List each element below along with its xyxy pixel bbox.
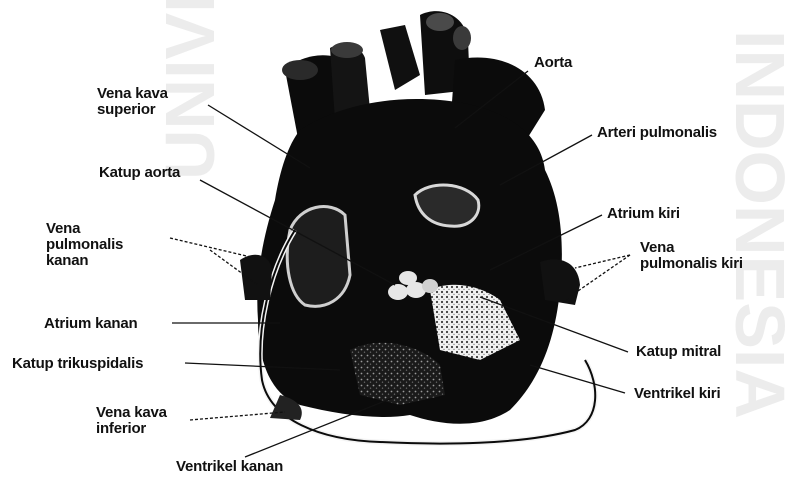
label-katup-aorta: Katup aorta [99,165,180,181]
label-atrium-kanan: Atrium kanan [44,316,137,332]
heart-body [240,99,595,444]
label-line: pulmonalis kiri [640,256,743,272]
label-atrium-kiri: Atrium kiri [607,206,680,222]
label-katup-mitral: Katup mitral [636,344,721,360]
label-aorta: Aorta [534,55,572,71]
leader-vena-kava-inferior [190,412,285,420]
label-line: superior [97,102,168,118]
label-ventrikel-kiri: Ventrikel kiri [634,386,720,402]
label-line: Vena kava [96,405,167,421]
label-vena-pulmonalis-kiri: Vena pulmonalis kiri [640,240,743,272]
leader-vena-pulmonalis-kanan-1 [170,238,255,258]
leader-ventrikel-kiri [530,365,625,393]
label-line: Vena [46,221,123,237]
label-katup-trikuspidalis: Katup trikuspidalis [12,356,143,372]
vessel-shape [380,25,420,90]
label-line: Vena [640,240,743,256]
left-pulmonary-vein-shape [540,259,580,305]
label-arteri-pulmonalis: Arteri pulmonalis [597,125,717,141]
vessel-opening [426,13,454,31]
label-line: inferior [96,421,167,437]
label-ventrikel-kanan: Ventrikel kanan [176,459,283,475]
label-line: Vena kava [97,86,168,102]
label-vena-kava-superior: Vena kava superior [97,86,168,118]
label-line: kanan [46,253,123,269]
vessel-opening [331,42,363,58]
label-vena-kava-inferior: Vena kava inferior [96,405,167,437]
vessel-opening [453,26,471,50]
label-vena-pulmonalis-kanan: Vena pulmonalis kanan [46,221,123,269]
right-pulmonary-vein-shape [240,255,272,300]
vessel-opening [282,60,318,80]
label-line: pulmonalis [46,237,123,253]
